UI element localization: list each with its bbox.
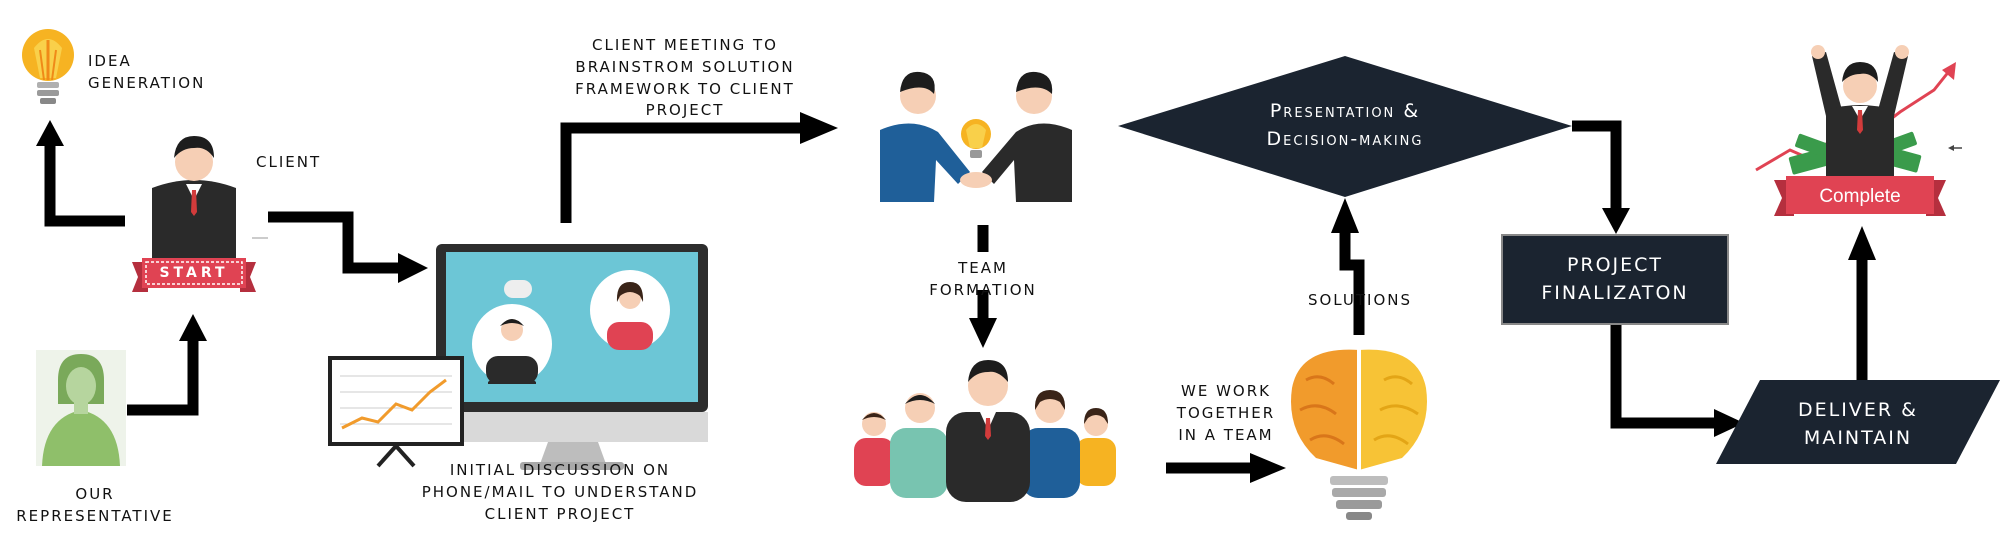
brain-bulb-icon bbox=[1291, 344, 1427, 520]
initial-discussion-line-3: CLIENT PROJECT bbox=[484, 504, 636, 523]
arrowhead-brain bbox=[1250, 453, 1286, 483]
arrowhead-final bbox=[1602, 208, 1630, 234]
arrowhead-idea bbox=[36, 120, 64, 146]
team-formation-line-1: TEAM bbox=[958, 259, 1008, 277]
our-representative-line-2: REPRESENTATIVE bbox=[16, 506, 174, 525]
arrow-presentation-to-final bbox=[1572, 120, 1622, 208]
monitor-icon bbox=[436, 244, 708, 470]
client-meeting-line-4: PROJECT bbox=[645, 101, 725, 120]
we-work-together-line-1: WE WORK bbox=[1181, 382, 1271, 400]
presentation-decision-label: Presentation & Decision-making bbox=[1180, 98, 1510, 153]
initial-discussion-line-1: INITIAL DISCUSSION ON bbox=[449, 461, 671, 479]
start-ribbon bbox=[132, 258, 256, 292]
project-finalization-line-1: PROJECT bbox=[1566, 254, 1664, 276]
idea-generation-label: IDEA GENERATION bbox=[88, 51, 205, 95]
initial-discussion-line-2: PHONE/MAIL TO UNDERSTAND bbox=[421, 482, 699, 501]
complete-label: Complete bbox=[1786, 183, 1934, 211]
arrowheads bbox=[36, 112, 1876, 483]
start-label: START bbox=[142, 263, 246, 283]
deliver-maintain-line-1: DELIVER & bbox=[1798, 399, 1918, 421]
arrows bbox=[44, 120, 1868, 474]
arrowhead-presentation bbox=[1331, 198, 1359, 233]
arrowhead-monitor bbox=[398, 253, 428, 283]
arrowhead-team bbox=[969, 318, 997, 348]
client-meeting-line-1: CLIENT MEETING TO bbox=[592, 36, 778, 54]
arrow-rep-to-start bbox=[127, 340, 199, 416]
client-meeting-line-2: BRAINSTROM SOLUTION bbox=[575, 57, 795, 76]
presentation-line-1: Presentation & bbox=[1269, 100, 1421, 122]
complete-label-text: Complete bbox=[1819, 186, 1901, 207]
arrow-monitor-to-meeting bbox=[560, 122, 800, 223]
arrowhead-deliver bbox=[1714, 409, 1744, 437]
presentation-board-icon bbox=[328, 356, 464, 468]
idea-generation-line-1: IDEA bbox=[88, 52, 132, 70]
presentation-line-2: Decision-making bbox=[1266, 127, 1424, 150]
arrow-final-to-deliver bbox=[1610, 325, 1714, 429]
team-group-icon bbox=[854, 360, 1116, 502]
solutions-label-text: SOLUTIONS bbox=[1307, 291, 1413, 309]
arrow-client-to-idea bbox=[44, 146, 125, 227]
project-finalization-label: PROJECT FINALIZATON bbox=[1502, 252, 1728, 307]
our-representative-line-1: OUR bbox=[75, 485, 115, 503]
client-person-icon bbox=[152, 136, 236, 262]
team-formation-line-2: FORMATION bbox=[929, 280, 1037, 299]
start-label-text: START bbox=[159, 265, 229, 281]
deliver-maintain-shape bbox=[1716, 380, 2000, 464]
lightbulb-icon bbox=[22, 29, 74, 104]
arrowhead-meeting bbox=[800, 112, 838, 144]
we-work-together-line-3: IN A TEAM bbox=[1178, 425, 1274, 444]
arrow-solutions-up bbox=[1339, 233, 1365, 335]
deliver-maintain-line-2: MAINTAIN bbox=[1803, 426, 1913, 449]
idea-generation-line-2: GENERATION bbox=[88, 73, 206, 92]
client-meeting-label: CLIENT MEETING TO BRAINSTROM SOLUTION FR… bbox=[540, 35, 830, 122]
client-label-text: CLIENT bbox=[256, 153, 322, 171]
team-formation-label: TEAM FORMATION bbox=[903, 258, 1063, 302]
presentation-decision-shape bbox=[1118, 56, 1572, 197]
our-representative-label: OUR REPRESENTATIVE bbox=[0, 484, 190, 528]
arrow-client-to-monitor bbox=[268, 211, 398, 274]
representative-icon bbox=[36, 350, 126, 466]
client-label: CLIENT bbox=[256, 152, 321, 174]
we-work-together-label: WE WORK TOGETHER IN A TEAM bbox=[1146, 381, 1306, 446]
we-work-together-line-2: TOGETHER bbox=[1176, 403, 1276, 422]
project-finalization-line-2: FINALIZATON bbox=[1541, 281, 1689, 304]
celebrating-person-icon bbox=[1755, 45, 1962, 182]
arrowhead-complete bbox=[1848, 226, 1876, 260]
project-finalization-shape bbox=[1501, 234, 1729, 325]
deliver-maintain-label: DELIVER & MAINTAIN bbox=[1738, 397, 1978, 452]
solutions-label: SOLUTIONS bbox=[1290, 290, 1430, 312]
client-meeting-line-3: FRAMEWORK TO CLIENT bbox=[575, 79, 795, 98]
initial-discussion-label: INITIAL DISCUSSION ON PHONE/MAIL TO UNDE… bbox=[390, 460, 730, 525]
complete-ribbon bbox=[1774, 176, 1946, 216]
handshake-icon bbox=[880, 71, 1072, 202]
arrowhead-start bbox=[179, 314, 207, 341]
